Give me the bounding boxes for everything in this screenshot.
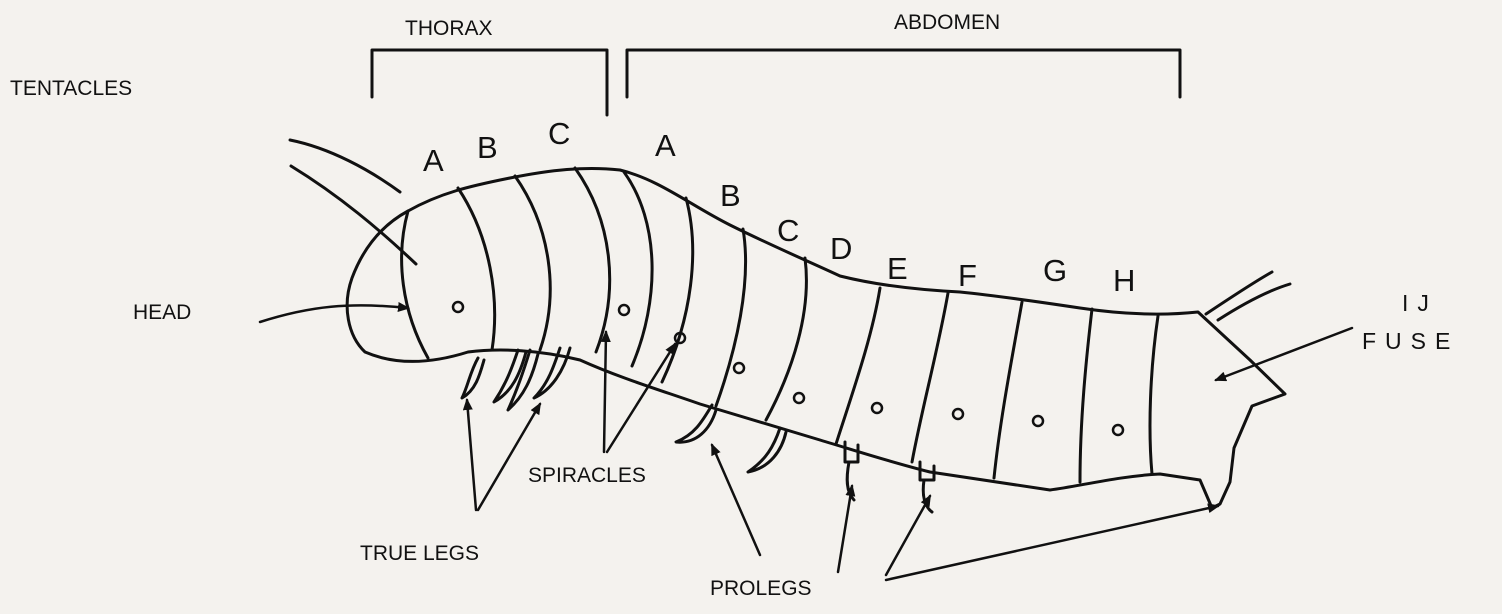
abdomen-segment-letter: D <box>830 233 852 264</box>
tentacles-label: TENTACLES <box>10 78 132 99</box>
ij-label: IJ <box>1402 292 1438 315</box>
rear-tentacle-2 <box>1218 284 1290 320</box>
true-legs-arrow-2 <box>478 404 540 510</box>
abdomen-segment-letter: G <box>1043 255 1067 286</box>
abdomen-segment-letter: F <box>958 260 977 291</box>
abdomen-segment-letter: A <box>655 130 676 161</box>
caterpillar-body-outline <box>347 168 1285 508</box>
prolegs-label: PROLEGS <box>710 578 812 599</box>
abdomen-bracket <box>627 50 1180 97</box>
thorax-segment-letter: C <box>548 118 570 149</box>
proleg-claws <box>676 405 934 512</box>
head-label: HEAD <box>133 302 191 323</box>
prolegs-arrow-4 <box>886 506 1218 580</box>
abdomen-segment-letter: H <box>1113 265 1135 296</box>
true-legs-claws <box>462 348 570 410</box>
abdomen-label: ABDOMEN <box>894 12 1000 33</box>
fuse-label: FUSE <box>1362 330 1459 353</box>
head-arrow <box>260 305 408 322</box>
prolegs-arrow-2 <box>838 486 852 572</box>
abdomen-segment-letter: B <box>720 180 741 211</box>
thorax-segment-letter: A <box>423 145 444 176</box>
true-legs-label: TRUE LEGS <box>360 543 479 564</box>
label-arrows <box>260 305 1352 580</box>
fuse-arrow <box>1216 328 1352 380</box>
prolegs-arrow-3 <box>886 496 930 575</box>
spiracles-arrow-1 <box>604 332 606 452</box>
front-tentacle <box>291 166 416 264</box>
front-tentacle-2 <box>290 140 400 192</box>
spiracles-arrow-2 <box>607 344 675 452</box>
prolegs-arrow-1 <box>712 445 760 555</box>
thorax-label: THORAX <box>405 18 493 39</box>
abdomen-segment-letter: E <box>887 253 908 284</box>
thorax-bracket <box>372 50 607 115</box>
thorax-segment-letter: B <box>477 132 498 163</box>
true-legs-arrow-1 <box>467 400 476 510</box>
spiracles-label: SPIRACLES <box>528 465 646 486</box>
abdomen-segment-letter: C <box>777 215 799 246</box>
